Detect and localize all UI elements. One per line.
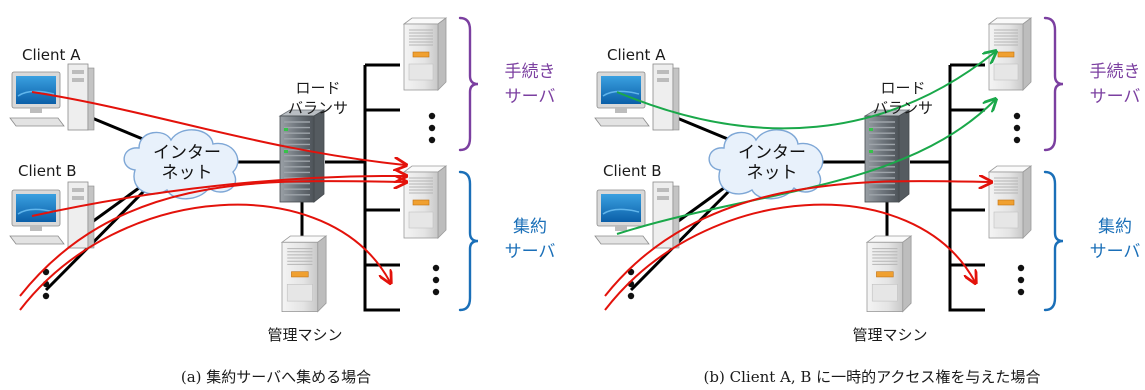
client-a-label: Client A [607, 46, 666, 64]
aggregate-server-label: 集約サーバ [505, 217, 556, 262]
panel-a: Client A Client B インターネット ロードバランサ 手続きサーバ集約サー… [9, 16, 556, 386]
client-a-label: Client A [22, 46, 81, 64]
flow-client-a [616, 52, 995, 130]
backbone-line [948, 65, 985, 312]
client-b-label: Client B [18, 162, 76, 180]
internet-cloud [708, 129, 824, 200]
link-clientA-internet [676, 116, 736, 144]
procedure-server-label: 手続きサーバ [1090, 62, 1141, 107]
management-label: 管理マシン [267, 326, 342, 344]
more-aggregate-servers-dots [1017, 264, 1025, 296]
procedure-bracket [1043, 16, 1064, 152]
client-b-computer [9, 181, 95, 249]
client-a-computer [594, 63, 680, 131]
more-clients-dots [42, 268, 50, 300]
management-server [865, 235, 913, 313]
load-balancer-label: ロードバランサ [288, 79, 348, 117]
more-aggregate-servers-dots [432, 264, 440, 296]
flow-other-2 [604, 203, 975, 311]
procedure-server-label: 手続きサーバ [505, 62, 556, 107]
internet-label: インターネット [738, 143, 806, 183]
link-clientA-internet [91, 116, 151, 144]
aggregate-bracket [1043, 170, 1064, 312]
aggregate-server-label: 集約サーバ [1090, 217, 1141, 262]
aggregate-server [402, 165, 448, 239]
more-procedure-servers-dots [428, 112, 436, 144]
flow-client-a [31, 91, 405, 165]
flow-other-1 [19, 181, 405, 297]
management-server [280, 235, 328, 313]
client-b-computer [594, 181, 680, 249]
load-balancer-server [863, 109, 911, 203]
load-balancer-server [278, 109, 326, 203]
panel-caption: (a) 集約サーバへ集める場合 [181, 368, 371, 386]
backbone-line [363, 65, 400, 312]
flow-client-b [31, 176, 405, 217]
link-other-internet [629, 183, 737, 292]
load-balancer-label: ロードバランサ [873, 79, 933, 117]
panel-b: Client A Client B インターネット ロードバランサ 手続きサーバ集約サー… [594, 16, 1141, 386]
procedure-bracket [458, 16, 479, 152]
client-b-label: Client B [603, 162, 661, 180]
aggregate-bracket [458, 170, 479, 312]
aggregate-server [987, 165, 1033, 239]
link-other-internet [44, 183, 152, 292]
flow-client-b [616, 100, 995, 235]
client-a-computer [9, 63, 95, 131]
internet-label: インターネット [153, 143, 221, 183]
procedure-server [402, 17, 448, 91]
more-procedure-servers-dots [1013, 112, 1021, 144]
procedure-server [987, 17, 1033, 91]
flow-other-1 [604, 181, 990, 297]
flow-other-2 [19, 203, 390, 311]
internet-cloud [123, 129, 239, 200]
panel-caption: (b) Client A, B に一時的アクセス権を与えた場合 [704, 368, 1041, 386]
management-label: 管理マシン [852, 326, 927, 344]
